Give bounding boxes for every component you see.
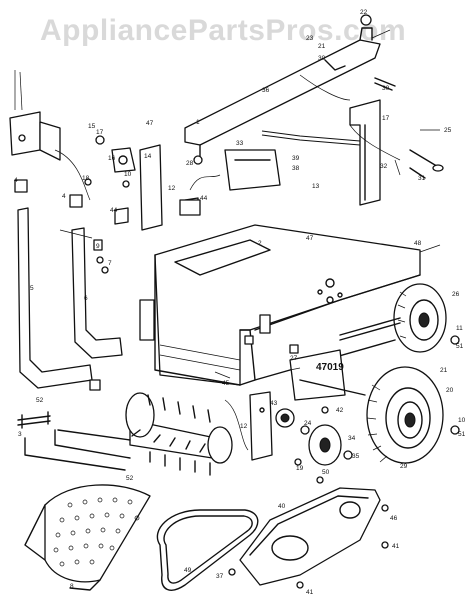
- callout-7: 7: [108, 260, 112, 267]
- callout-44: 44: [110, 207, 118, 214]
- drive-assembly: [249, 391, 353, 484]
- left-tube-assembly: [14, 179, 123, 391]
- callout-41: 41: [392, 543, 400, 550]
- callout-47: 47: [146, 120, 154, 127]
- callout-41b: 41: [306, 589, 314, 596]
- callout-39: 39: [292, 155, 300, 162]
- callout-42: 42: [336, 407, 344, 414]
- callout-18: 18: [82, 175, 90, 182]
- callout-21: 21: [318, 43, 326, 50]
- spike-roller: [125, 392, 249, 476]
- callout-37: 37: [216, 573, 224, 580]
- callout-51b: 51: [458, 431, 466, 438]
- callout-38: 38: [292, 165, 300, 172]
- callout-47b: 47: [306, 235, 314, 242]
- main-frame: [139, 149, 421, 386]
- hardware-pins: [17, 411, 131, 471]
- callout-51: 51: [456, 343, 464, 350]
- callout-5: 5: [30, 285, 34, 292]
- callout-46: 46: [390, 515, 398, 522]
- callout-25: 25: [444, 127, 452, 134]
- switch-bracket: [84, 135, 221, 231]
- callout-10: 10: [124, 171, 132, 178]
- belt-guard: [228, 487, 389, 589]
- callout-49: 49: [184, 567, 192, 574]
- callout-52: 52: [36, 397, 44, 404]
- callout-24: 24: [304, 420, 312, 427]
- callout-9: 9: [96, 243, 100, 250]
- callout-30b: 30: [382, 85, 390, 92]
- callout-26: 26: [452, 291, 460, 298]
- callout-4b: 4: [62, 193, 66, 200]
- callout-12b: 12: [240, 423, 248, 430]
- callout-43: 43: [270, 400, 278, 407]
- callout-52b: 52: [126, 475, 134, 482]
- callout-32: 32: [380, 163, 388, 170]
- callout-16: 16: [108, 155, 116, 162]
- callout-13: 13: [312, 183, 320, 190]
- callout-23: 23: [306, 35, 314, 42]
- callout-4: 4: [14, 177, 18, 184]
- callout-44b: 44: [200, 195, 208, 202]
- callout-10b: 10: [458, 417, 466, 424]
- callout-11: 11: [456, 325, 463, 332]
- callout-21b: 21: [440, 367, 448, 374]
- callout-50: 50: [322, 469, 330, 476]
- handle-assembly: [184, 14, 444, 206]
- callout-31: 31: [418, 175, 426, 182]
- diagram-number: 47019: [316, 362, 344, 373]
- callout-29: 29: [400, 463, 408, 470]
- callout-20: 20: [446, 387, 454, 394]
- callout-22: 22: [360, 9, 368, 16]
- callout-30: 30: [318, 55, 326, 62]
- callout-33: 33: [236, 140, 244, 147]
- front-wheel-assembly: [289, 349, 460, 464]
- callout-15: 15: [88, 123, 96, 130]
- callout-17b: 17: [96, 129, 104, 136]
- callout-40: 40: [278, 503, 286, 510]
- callout-35: 35: [352, 453, 360, 460]
- callout-12: 12: [168, 185, 176, 192]
- callout-8: 8: [70, 583, 74, 590]
- callout-6: 6: [84, 295, 88, 302]
- callout-34: 34: [348, 435, 356, 442]
- callout-19: 19: [296, 465, 304, 472]
- callout-labels: 22 23 21 30 30 36 1 17 25 32 31 28 33 39…: [14, 9, 466, 596]
- callout-45: 45: [222, 380, 230, 387]
- callout-3: 3: [18, 431, 22, 438]
- callout-27: 27: [290, 355, 298, 362]
- drive-belt: [156, 509, 259, 591]
- rear-wheel-assembly: [339, 283, 460, 353]
- watermark: AppliancePartsPros.com: [40, 14, 407, 47]
- callout-36: 36: [262, 87, 270, 94]
- callout-2: 2: [258, 240, 262, 247]
- perforated-tray: [24, 484, 151, 591]
- callout-48: 48: [414, 240, 422, 247]
- callout-17: 17: [382, 115, 390, 122]
- cable-clamp: [9, 70, 91, 201]
- callout-28: 28: [186, 160, 194, 167]
- callout-1: 1: [196, 119, 200, 126]
- callout-14: 14: [144, 153, 152, 160]
- leader-lines: [214, 29, 441, 379]
